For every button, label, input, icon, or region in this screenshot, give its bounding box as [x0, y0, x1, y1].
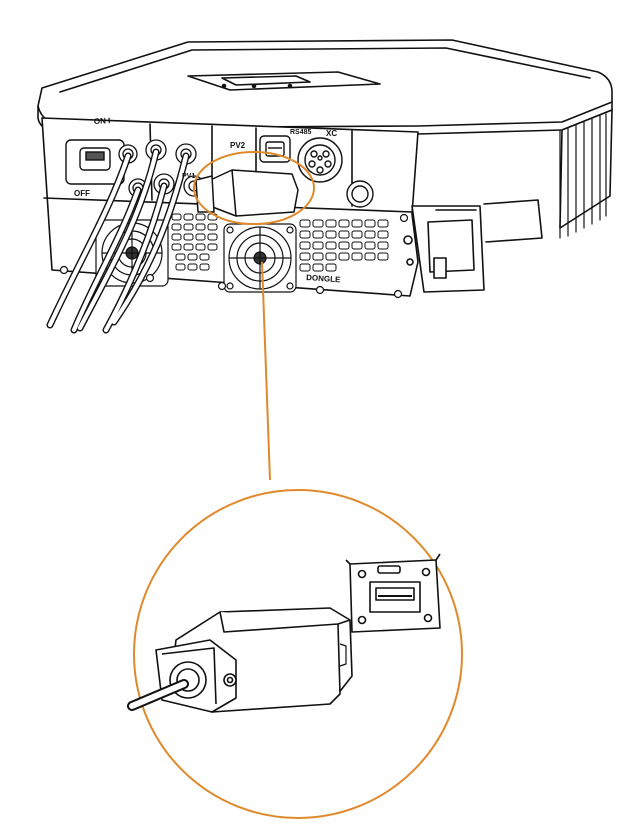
- detail-cable: [127, 679, 189, 711]
- vent-slots: [171, 213, 389, 272]
- rs485-label: RS485: [290, 129, 312, 136]
- mounting-bracket-brace: [483, 199, 543, 243]
- dongle-cap-small: [195, 175, 215, 213]
- dongle-on-inverter: [195, 169, 299, 217]
- ground-port: [346, 180, 374, 208]
- highlight-callout: [133, 151, 463, 819]
- mounting-bracket-tab: [433, 257, 447, 279]
- dc-switch-handle: [85, 151, 105, 161]
- inverter-right-side: [559, 109, 613, 229]
- off-label: OFF: [74, 189, 90, 198]
- detail-dongle: [155, 607, 353, 713]
- display-button-2: [251, 83, 257, 89]
- display-button-3: [287, 83, 293, 89]
- pv1-label: PV1: [182, 173, 195, 180]
- dongle-screw-inner: [226, 676, 234, 684]
- bracket-screw: [403, 235, 413, 245]
- bracket-screw-2: [406, 258, 414, 266]
- dongle-grip: [339, 643, 347, 667]
- display-button-1: [221, 83, 227, 89]
- pv-cables-inner: [47, 149, 189, 333]
- dongle-label: DONGLE: [306, 273, 341, 284]
- panel-screws: [59, 213, 409, 299]
- right-fan: [223, 223, 297, 293]
- port-plate-top-edge: [345, 553, 441, 565]
- display-screen: [221, 75, 311, 86]
- ground-port-inner: [351, 185, 369, 203]
- dongle-side-edge: [329, 623, 341, 705]
- mounting-bracket-inner: [427, 219, 475, 273]
- heat-sink: [559, 113, 607, 239]
- xc-port: [297, 137, 343, 183]
- dongle-body-top-ridge: [219, 611, 351, 633]
- pv2-label: PV2: [230, 141, 246, 150]
- usb-socket-inner: [375, 587, 415, 601]
- xc-label: XC: [326, 129, 337, 138]
- dc-switch: [65, 139, 125, 185]
- dongle-body-small: [205, 169, 299, 217]
- detail-port-plate: [345, 553, 441, 633]
- port-latch: [377, 565, 401, 574]
- inverter-lid-inner-line: [59, 47, 591, 93]
- highlight-ring-small: [193, 151, 315, 225]
- leader-line: [261, 261, 271, 481]
- detail-circle: [133, 489, 463, 819]
- on-label: ON I: [94, 116, 111, 126]
